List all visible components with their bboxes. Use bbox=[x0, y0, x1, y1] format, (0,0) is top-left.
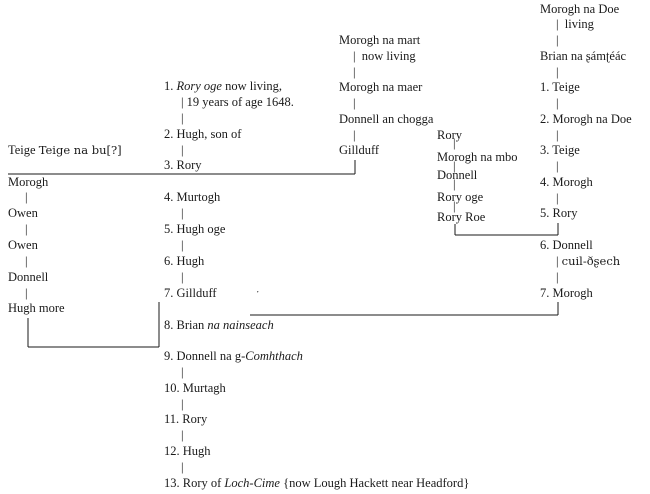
midright-rory-oge: Rory oge bbox=[437, 190, 484, 204]
right-living: | living bbox=[556, 17, 594, 31]
center-entry-8: 8. Brian na nainseach bbox=[164, 318, 274, 332]
center-pipe: | bbox=[181, 397, 184, 411]
midright-pipe: | bbox=[453, 177, 456, 191]
mid-pipe: | bbox=[353, 96, 356, 110]
right-entry-1: 1. Teige bbox=[540, 80, 580, 94]
midright-pipe: | bbox=[453, 136, 456, 150]
mid-pipe: | bbox=[353, 128, 356, 142]
mid-now-living: | now living bbox=[353, 49, 416, 63]
midright-rory-roe: Rory Roe bbox=[437, 210, 486, 224]
right-pipe: | bbox=[556, 128, 559, 142]
right-brian: Brian na ʂámʈéác bbox=[540, 49, 627, 63]
center-entry-9: 9. Donnell na g-Comhthach bbox=[164, 349, 303, 363]
center-entry-3: 3. Rory bbox=[164, 158, 202, 172]
center-entry-11: 11. Rory bbox=[164, 412, 208, 426]
right-entry-3: 3. Teige bbox=[540, 143, 580, 157]
center-entry-10: 10. Murtagh bbox=[164, 381, 226, 395]
mid-gillduff: Gillduff bbox=[339, 143, 380, 157]
center-entry-13: 13. Rory of Loch-Cime {now Lough Hackett… bbox=[164, 476, 470, 490]
center-pipe: | bbox=[181, 206, 184, 220]
center-entry-2: 2. Hugh, son of bbox=[164, 127, 242, 141]
midright-pipe: | bbox=[453, 159, 456, 173]
left-teige: Teige Teige na bu[?] bbox=[8, 143, 122, 157]
right-entry-4: 4. Morogh bbox=[540, 175, 593, 189]
left-owen-2: Owen bbox=[8, 238, 38, 252]
center-pipe: | bbox=[181, 460, 184, 474]
left-pipe: | bbox=[25, 190, 28, 204]
right-morogh-na-doe: Morogh na Doe bbox=[540, 2, 620, 16]
center-entry-5: 5. Hugh oge bbox=[164, 222, 226, 236]
center-pipe: | bbox=[181, 365, 184, 379]
right-entry-7: 7. Morogh bbox=[540, 286, 593, 300]
mid-pipe: | bbox=[353, 65, 356, 79]
center-entry-1: 1. Rory oge now living, bbox=[164, 79, 283, 93]
right-entry-6-epithet: | cuil-ðʂech bbox=[556, 254, 621, 268]
left-pipe: | bbox=[25, 286, 28, 300]
midright-pipe: | bbox=[453, 199, 456, 213]
center-pipe: | bbox=[181, 270, 184, 284]
right-pipe: | bbox=[556, 96, 559, 110]
midright-morogh-na-mbo: Morogh na mbo bbox=[437, 150, 518, 164]
left-donnell: Donnell bbox=[8, 270, 49, 284]
left-pipe: | bbox=[25, 254, 28, 268]
stray-mark: ˑ bbox=[256, 286, 260, 300]
center-entry-7: 7. Gillduff bbox=[164, 286, 217, 300]
right-pipe: | bbox=[556, 191, 559, 205]
right-entry-5: 5. Rory bbox=[540, 206, 578, 220]
right-pipe: | bbox=[556, 270, 559, 284]
center-entry-4: 4. Murtogh bbox=[164, 190, 221, 204]
midright-rory: Rory bbox=[437, 128, 462, 142]
left-morogh: Morogh bbox=[8, 175, 49, 189]
center-pipe: | bbox=[181, 111, 184, 125]
left-hugh-more: Hugh more bbox=[8, 301, 65, 315]
mid-donnell-an-chogga: Donnell an chogga bbox=[339, 112, 434, 126]
right-entry-6: 6. Donnell bbox=[540, 238, 593, 252]
mid-morogh-na-maer: Morogh na maer bbox=[339, 80, 423, 94]
right-pipe: | bbox=[556, 33, 559, 47]
right-entry-2: 2. Morogh na Doe bbox=[540, 112, 632, 126]
left-pipe: | bbox=[25, 222, 28, 236]
right-pipe: | bbox=[556, 159, 559, 173]
midright-donnell: Donnell bbox=[437, 168, 478, 182]
center-entry-1-age: | 19 years of age 1648. bbox=[181, 95, 294, 109]
left-owen-1: Owen bbox=[8, 206, 38, 220]
center-entry-6: 6. Hugh bbox=[164, 254, 205, 268]
mid-morogh-na-mart: Morogh na mart bbox=[339, 33, 421, 47]
center-pipe: | bbox=[181, 428, 184, 442]
center-entry-12: 12. Hugh bbox=[164, 444, 211, 458]
right-pipe: | bbox=[556, 65, 559, 79]
center-pipe: | bbox=[181, 143, 184, 157]
center-pipe: | bbox=[181, 238, 184, 252]
